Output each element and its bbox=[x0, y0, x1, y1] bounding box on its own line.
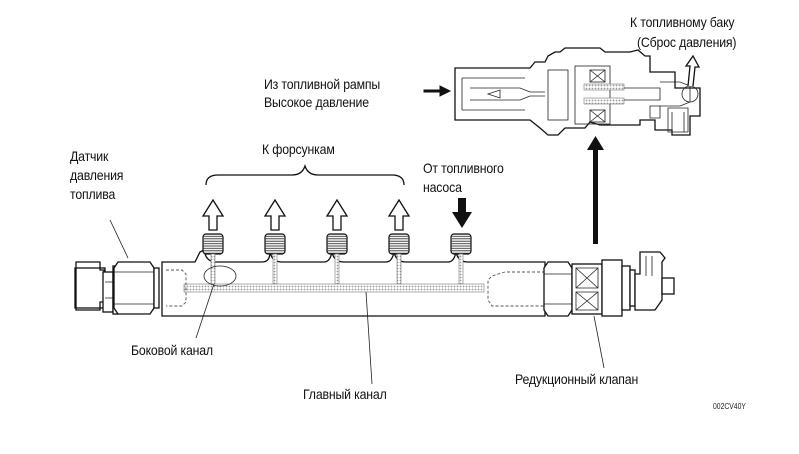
pressure-limiter-label: Редукционный клапан bbox=[515, 371, 639, 387]
from-rail-label-line1: Из топливной рампы bbox=[264, 76, 381, 92]
valve-cross-section bbox=[454, 47, 701, 136]
main-channel-label: Главный канал bbox=[303, 386, 387, 402]
injectors-brace bbox=[205, 163, 405, 186]
from-rail-label-line2: Высокое давление bbox=[264, 94, 369, 110]
side-channel-label: Боковой канал bbox=[131, 342, 213, 358]
from-pump-label-line1: От топливного bbox=[423, 160, 504, 176]
from-rail-arrow bbox=[423, 85, 452, 97]
to-tank-label-line1: К топливному баку bbox=[630, 14, 735, 30]
injector-arrows bbox=[201, 198, 411, 231]
sensor-label-line3: топлива bbox=[70, 186, 116, 202]
fuel-rail bbox=[74, 233, 675, 317]
sensor-label-line1: Датчик bbox=[70, 148, 109, 164]
pump-arrow bbox=[452, 198, 472, 228]
to-tank-label-line2: (Сброс давления) bbox=[637, 34, 737, 50]
from-pump-label-line2: насоса bbox=[423, 179, 462, 195]
up-arrow-to-detail bbox=[587, 136, 604, 244]
figure-code: 002CV40Y bbox=[713, 402, 746, 411]
sensor-label-line2: давления bbox=[70, 167, 124, 183]
to-injectors-label: К форсункам bbox=[262, 141, 335, 157]
leader-lines bbox=[109, 219, 605, 385]
